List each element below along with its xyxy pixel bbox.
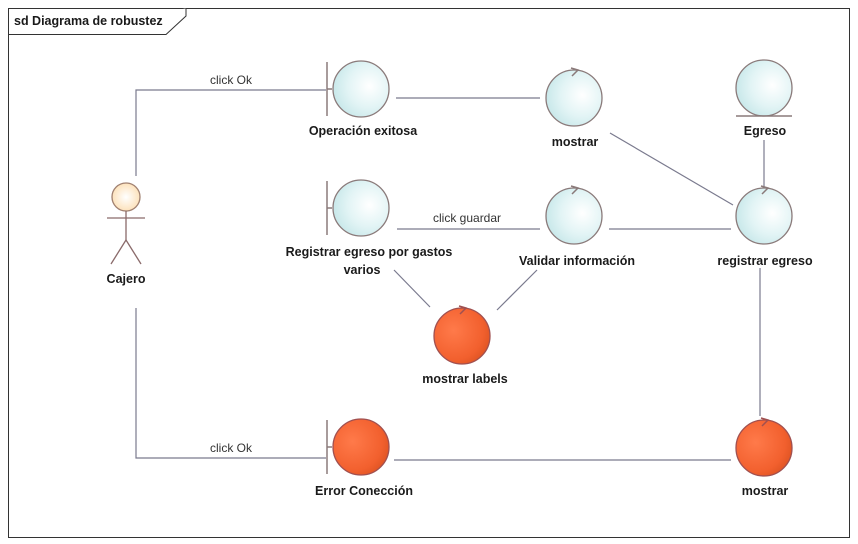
control-arrow-icon bbox=[458, 305, 468, 315]
frame-title: sd Diagrama de robustez bbox=[14, 14, 163, 28]
control-arrow-icon bbox=[760, 417, 770, 427]
control-arrow-icon bbox=[570, 185, 580, 195]
edge-label-click-ok-top: click Ok bbox=[210, 73, 253, 87]
control-validar-informacion[interactable]: Validar información bbox=[519, 185, 635, 268]
edge-actor-error bbox=[135, 308, 326, 459]
boundary-operacion-exitosa[interactable]: Operación exitosa bbox=[309, 60, 418, 138]
boundary-registrar-egreso-gastos[interactable]: Registrar egreso por gastos varios bbox=[286, 179, 453, 277]
boundary-icon bbox=[332, 179, 390, 237]
diagram-frame: sd Diagrama de robustez bbox=[8, 8, 850, 538]
node-label: mostrar bbox=[552, 135, 599, 149]
edge-validar-labels bbox=[496, 269, 538, 311]
control-mostrar-top[interactable]: mostrar bbox=[545, 67, 603, 149]
edge-actor-operacion bbox=[135, 89, 326, 176]
actor-cajero[interactable]: Cajero bbox=[107, 182, 146, 286]
control-icon bbox=[433, 307, 491, 365]
node-label: Validar información bbox=[519, 254, 635, 268]
entity-icon bbox=[735, 59, 793, 117]
control-registrar-egreso[interactable]: registrar egreso bbox=[717, 185, 813, 268]
node-label: Operación exitosa bbox=[309, 124, 418, 138]
node-label-line2: varios bbox=[344, 263, 381, 277]
node-label-line1: Registrar egreso por gastos bbox=[286, 245, 453, 259]
edge-mostrar-registrar bbox=[609, 132, 734, 206]
node-label: mostrar bbox=[742, 484, 789, 498]
node-label: mostrar labels bbox=[422, 372, 508, 386]
control-icon bbox=[545, 187, 603, 245]
control-icon bbox=[545, 69, 603, 127]
control-mostrar-labels[interactable]: mostrar labels bbox=[422, 305, 508, 386]
connectors bbox=[135, 89, 765, 461]
actor-label: Cajero bbox=[107, 272, 146, 286]
control-mostrar-bottom[interactable]: mostrar bbox=[735, 417, 793, 498]
node-label: Error Conección bbox=[315, 484, 413, 498]
control-arrow-icon bbox=[760, 185, 770, 195]
edge-label-click-ok-bottom: click Ok bbox=[210, 441, 253, 455]
control-icon bbox=[735, 419, 793, 477]
edge-registrar-labels bbox=[393, 269, 431, 308]
node-label: registrar egreso bbox=[717, 254, 813, 268]
entity-egreso[interactable]: Egreso bbox=[735, 59, 793, 138]
control-icon bbox=[735, 187, 793, 245]
actor-head bbox=[111, 182, 141, 212]
boundary-icon bbox=[332, 418, 390, 476]
boundary-error-coneccion[interactable]: Error Conección bbox=[315, 418, 413, 498]
boundary-icon bbox=[332, 60, 390, 118]
node-label: Egreso bbox=[744, 124, 787, 138]
control-arrow-icon bbox=[570, 67, 580, 77]
edge-label-click-guardar: click guardar bbox=[433, 211, 501, 225]
